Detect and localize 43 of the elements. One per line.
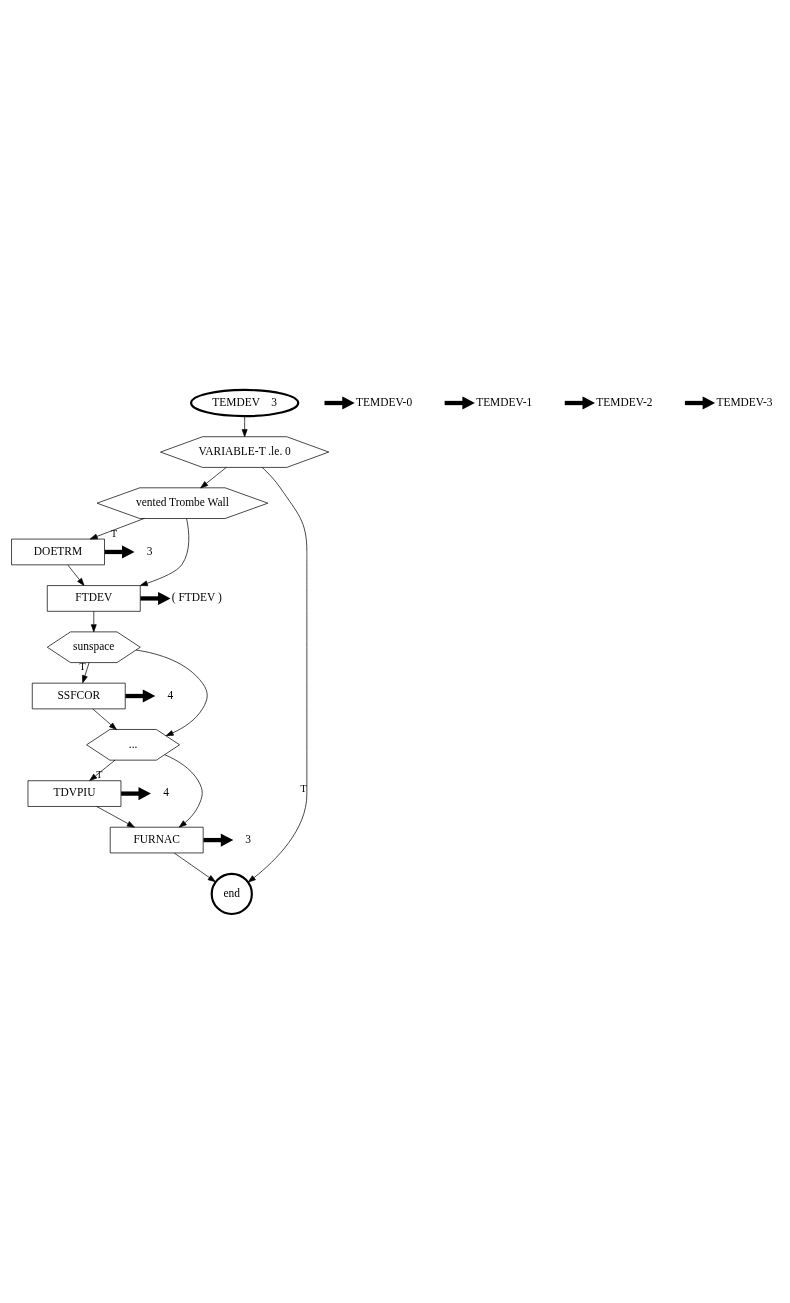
node-box: SSFCOR (31, 682, 126, 709)
arrow (121, 786, 151, 800)
arrow (139, 517, 190, 586)
arrow (203, 833, 234, 847)
arrow (67, 564, 85, 586)
node-ellipse: TEMDEV 3 (190, 388, 300, 417)
edge-label: T (96, 768, 103, 780)
node-box: DOETRM (11, 538, 105, 565)
arrow (173, 852, 216, 882)
edge-label: T (300, 782, 307, 794)
node-text: TEMDEV-1 (476, 395, 533, 408)
arrow (247, 466, 308, 882)
arrow (241, 415, 248, 437)
arrow (82, 661, 90, 683)
arrow (324, 395, 355, 410)
arrow (92, 708, 117, 730)
node-text: 3 (245, 832, 252, 845)
arrow (200, 466, 227, 488)
arrow (96, 805, 135, 827)
edge-label: T (79, 660, 86, 672)
arrow (684, 395, 716, 410)
arrow (564, 395, 595, 410)
arrow (444, 395, 475, 410)
node-box: FURNAC (109, 826, 204, 853)
arrow (89, 517, 145, 539)
node-circle: end (210, 872, 253, 915)
node-text: 3 (146, 544, 153, 557)
arrow (104, 544, 135, 559)
arrow (135, 649, 208, 736)
arrow (140, 591, 171, 605)
arrow (89, 759, 116, 781)
arrow (125, 688, 156, 703)
arrow (90, 610, 97, 632)
node-box: TDVPIU (27, 779, 122, 807)
node-box: FTDEV (46, 584, 141, 612)
node-text: ( FTDEV ) (171, 590, 222, 603)
node-text: 4 (167, 688, 174, 701)
arrow (164, 753, 203, 827)
node-text: TEMDEV-3 (716, 395, 773, 408)
node-text: 4 (163, 785, 169, 798)
node-text: TEMDEV-2 (596, 395, 653, 408)
node-text: TEMDEV-0 (356, 395, 413, 408)
edge-label: T (111, 527, 118, 539)
